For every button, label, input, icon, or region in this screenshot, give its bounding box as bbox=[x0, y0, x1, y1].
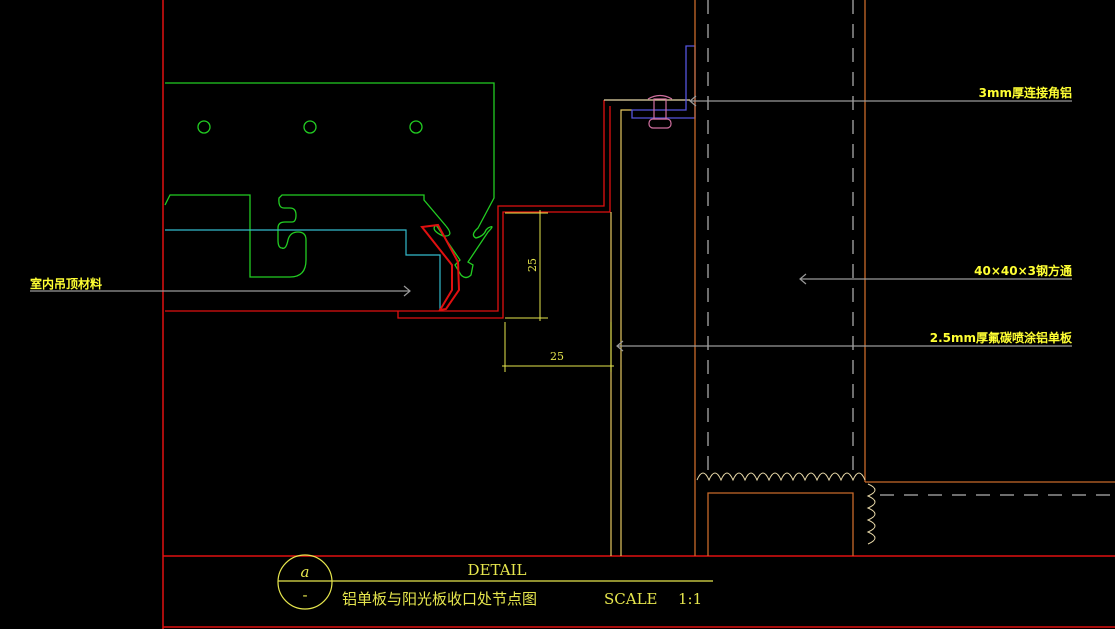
label-steel-tube: 40×40×3钢方通 bbox=[974, 263, 1072, 278]
panel-return bbox=[620, 109, 632, 556]
label-angle-aluminum: 3mm厚连接角铝 bbox=[979, 85, 1072, 100]
detail-symbol-top: a bbox=[301, 563, 310, 581]
angle-aluminum bbox=[631, 45, 696, 119]
aluminum-panel bbox=[165, 100, 611, 319]
detail-heading: DETAIL bbox=[468, 561, 527, 579]
label-ceiling-material: 室内吊顶材料 bbox=[30, 276, 102, 291]
label-aluminum-panel: 2.5mm厚氟碳喷涂铝单板 bbox=[930, 330, 1073, 345]
detail-symbol bbox=[277, 554, 333, 610]
leader-lines bbox=[30, 95, 1072, 352]
dimension-lines bbox=[502, 210, 614, 372]
steel-tube bbox=[694, 0, 866, 556]
ceiling-profile bbox=[164, 82, 495, 279]
ceiling-clip bbox=[420, 223, 461, 312]
detail-symbol-bottom: - bbox=[302, 586, 307, 604]
drawing-title: 铝单板与阳光板收口处节点图 bbox=[342, 590, 537, 608]
lower-tube bbox=[707, 492, 854, 556]
scale-value: 1:1 bbox=[678, 590, 702, 608]
dim-horizontal: 25 bbox=[550, 350, 564, 363]
bolt bbox=[647, 94, 673, 129]
dim-vertical: 25 bbox=[526, 258, 539, 272]
ceiling-inner-line bbox=[165, 229, 441, 310]
weld-beads bbox=[696, 472, 876, 545]
scale-label: SCALE bbox=[604, 590, 658, 608]
